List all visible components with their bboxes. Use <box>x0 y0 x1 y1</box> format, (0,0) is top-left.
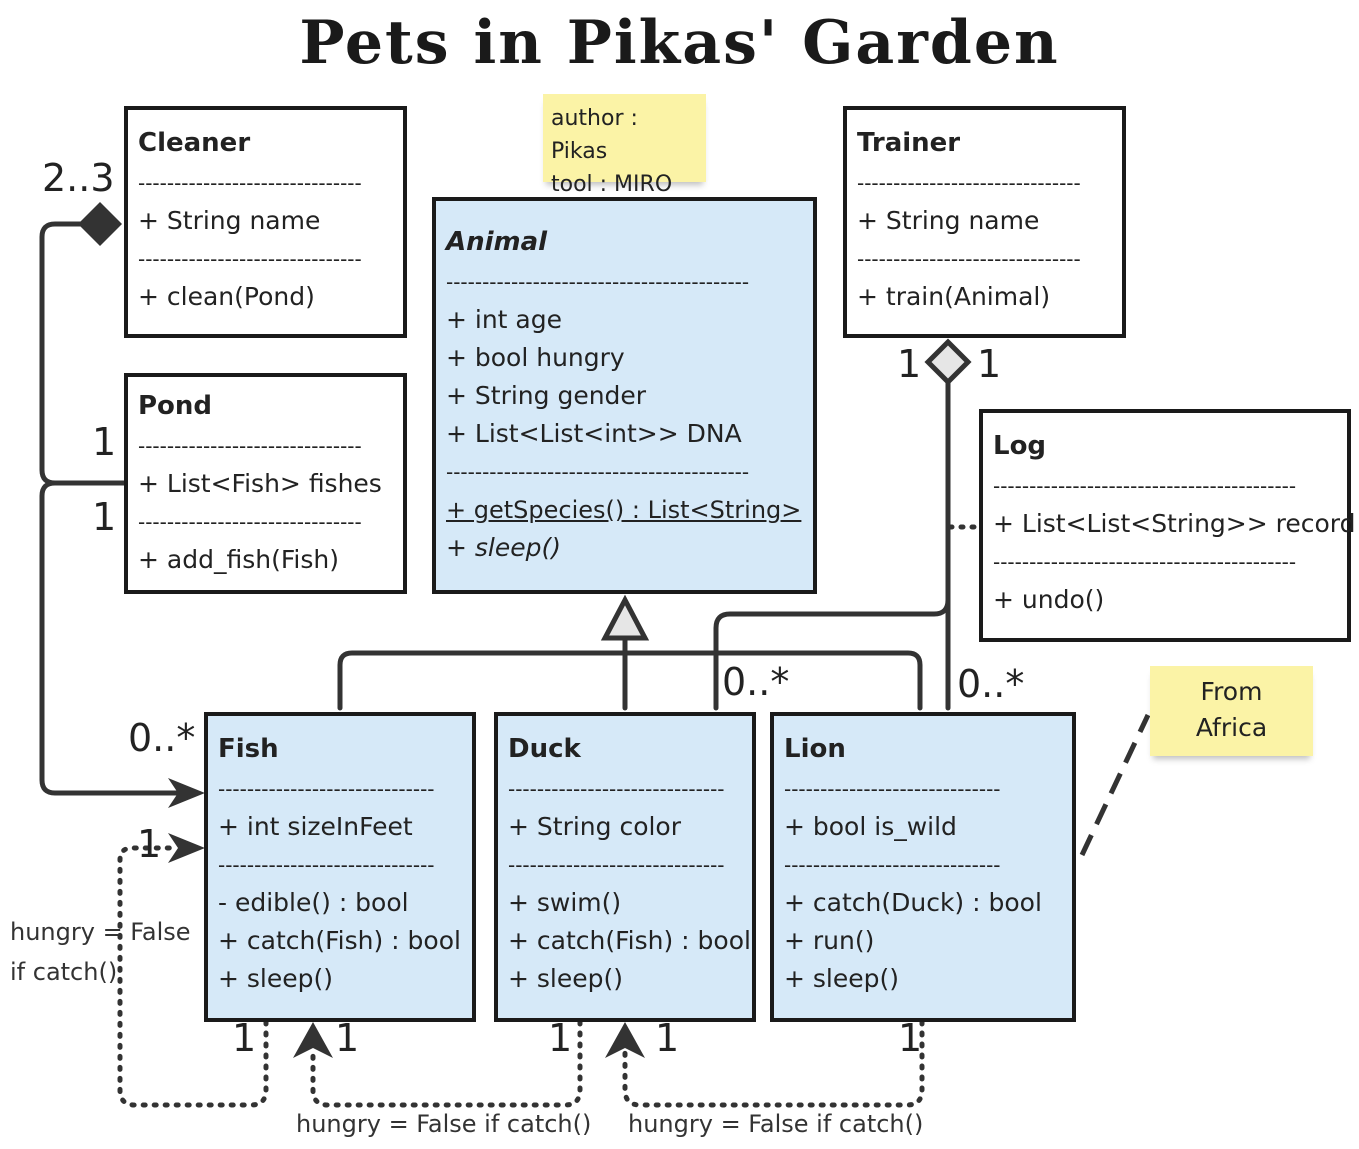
class-log[interactable]: Log ------------------------------------… <box>979 409 1356 642</box>
attribute-age: + int age <box>446 305 563 334</box>
attribute: + List<List<String>> record <box>993 509 1356 538</box>
multiplicity-fish-self: 1 <box>137 822 162 866</box>
multiplicity-pond-bottom: 1 <box>92 495 117 539</box>
multiplicity-duck-many: 0..* <box>722 660 790 704</box>
attribute: + bool is_wild <box>784 812 957 841</box>
operation: + catch(Duck) : bool <box>784 888 1042 917</box>
author-sticky-note: author : Pikas tool : MIRO <box>543 94 706 197</box>
arrowhead-duck-to-fish <box>293 1022 333 1058</box>
class-duck[interactable]: Duck ------------------------------ + St… <box>494 712 756 1022</box>
class-lion[interactable]: Lion ------------------------------ + bo… <box>770 712 1076 1022</box>
fish-self-loop <box>117 845 269 1108</box>
attribute: + int sizeInFeet <box>218 812 413 841</box>
arrowhead-lion-to-duck <box>605 1022 645 1058</box>
separator: ------------------------------- <box>857 247 1081 271</box>
attribute-dna: + List<List<int>> DNA <box>446 419 742 448</box>
class-name: Log <box>993 431 1047 461</box>
attribute: + String color <box>508 812 682 841</box>
separator: ------------------------------ <box>508 777 725 801</box>
separator: ----------------------------------------… <box>446 460 750 484</box>
multiplicity-trainer-right: 1 <box>977 342 1002 386</box>
duck-fish-dotted-line <box>310 1019 583 1108</box>
class-name: Cleaner <box>138 128 251 158</box>
aggregation-diamond <box>924 338 972 386</box>
class-name: Fish <box>218 734 279 764</box>
multiplicity-fish-bottom-b: 1 <box>335 1016 360 1060</box>
separator: ------------------------------ <box>508 853 725 877</box>
operation: + catch(Fish) : bool <box>218 926 461 955</box>
multiplicity-trainer-left: 1 <box>897 342 922 386</box>
multiplicity-pond-top: 1 <box>92 420 117 464</box>
separator: ----------------------------------------… <box>993 550 1297 574</box>
multiplicity-fish-bottom: 1 <box>232 1016 257 1060</box>
duck-fish-note: hungry = False if catch() <box>296 1110 592 1138</box>
attribute: + String name <box>138 206 321 235</box>
diagram-title: Pets in Pikas' Garden <box>299 8 1060 78</box>
attribute-gender: + String gender <box>446 381 647 410</box>
class-name: Trainer <box>857 128 961 158</box>
static-operation: + getSpecies() : List<String> <box>446 496 802 524</box>
class-name: Pond <box>138 391 213 421</box>
tool-line: tool : MIRO <box>551 172 673 197</box>
author-line: author : Pikas <box>551 106 638 164</box>
arrowhead-pond-fish <box>168 778 205 808</box>
attribute-hungry: + bool hungry <box>446 343 625 372</box>
operation: + sleep() <box>784 964 900 993</box>
class-cleaner[interactable]: Cleaner ------------------------------- … <box>124 106 407 338</box>
multiplicity-duck-bottom: 1 <box>548 1016 573 1060</box>
arrowhead-fish-self <box>168 833 205 863</box>
africa-sticky-note: From Africa <box>1150 666 1313 756</box>
operation: + train(Animal) <box>857 282 1051 311</box>
lion-duck-dotted-line <box>622 1019 925 1108</box>
multiplicity-fish-many: 0..* <box>128 716 196 760</box>
multiplicity-lion-many: 0..* <box>957 662 1025 706</box>
note-connector-line <box>1079 713 1151 857</box>
class-name: Lion <box>784 734 846 764</box>
operation: - edible() : bool <box>218 888 409 917</box>
fish-self-note-line1: hungry = False <box>10 918 191 946</box>
operation: + sleep() <box>508 964 624 993</box>
operation: + clean(Pond) <box>138 282 315 311</box>
inheritance-line-lion <box>611 650 923 711</box>
inheritance-line-fish <box>337 650 617 711</box>
separator: ------------------------------- <box>857 171 1081 195</box>
multiplicity-lion-bottom: 1 <box>898 1016 923 1060</box>
operation: + add_fish(Fish) <box>138 545 339 574</box>
class-trainer[interactable]: Trainer ------------------------------- … <box>843 106 1126 338</box>
fish-self-note-line2: if catch() <box>10 958 118 986</box>
separator: ----------------------------------------… <box>993 474 1297 498</box>
class-name: Duck <box>508 734 581 764</box>
class-fish[interactable]: Fish ------------------------------ + in… <box>204 712 476 1022</box>
separator: ------------------------------ <box>218 853 435 877</box>
separator: ------------------------------- <box>138 247 362 271</box>
abstract-operation: + sleep() <box>446 533 562 562</box>
separator: ------------------------------ <box>218 777 435 801</box>
separator: ------------------------------- <box>138 434 362 458</box>
operation: + sleep() <box>218 964 334 993</box>
class-name: Animal <box>446 227 548 257</box>
class-animal[interactable]: Animal ---------------------------------… <box>432 197 817 594</box>
lion-duck-note: hungry = False if catch() <box>628 1110 924 1138</box>
class-pond[interactable]: Pond ------------------------------- + L… <box>124 373 407 594</box>
separator: ----------------------------------------… <box>446 270 750 294</box>
attribute: + String name <box>857 206 1040 235</box>
multiplicity-cleaner: 2..3 <box>42 156 115 200</box>
operation: + undo() <box>993 585 1105 614</box>
attribute: + List<Fish> fishes <box>138 469 382 498</box>
africa-line1: From <box>1200 677 1263 706</box>
operation: + catch(Fish) : bool <box>508 926 751 955</box>
multiplicity-duck-bottom-b: 1 <box>655 1016 680 1060</box>
separator: ------------------------------- <box>138 510 362 534</box>
operation: + swim() <box>508 888 622 917</box>
africa-line2: Africa <box>1195 713 1268 742</box>
operation: + run() <box>784 926 875 955</box>
separator: ------------------------------- <box>138 171 362 195</box>
composition-diamond <box>78 202 122 246</box>
separator: ------------------------------ <box>784 777 1001 801</box>
generalization-triangle <box>600 594 650 641</box>
pond-fish-association-line <box>39 480 188 796</box>
separator: ------------------------------ <box>784 853 1001 877</box>
